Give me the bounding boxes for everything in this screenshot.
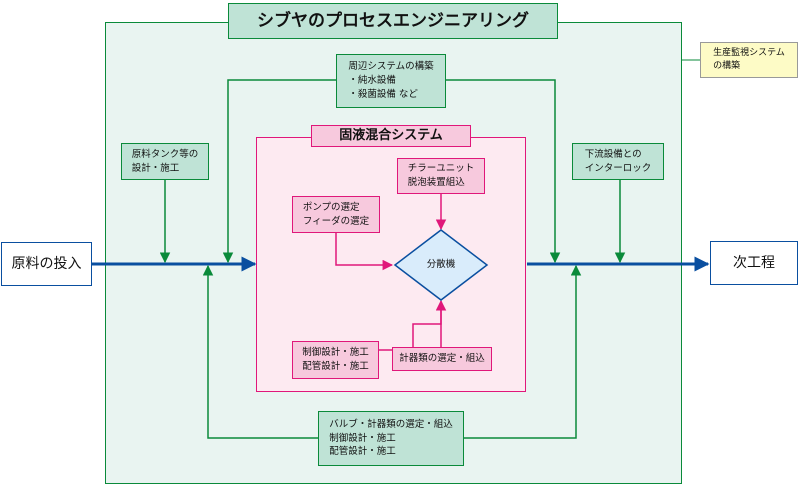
- control-inner-line-2: 配管設計・施工: [302, 361, 369, 372]
- valve-box: バルブ・計器類の選定・組込 制御設計・施工 配管設計・施工: [318, 411, 464, 466]
- raw-tank-line-1: 原料タンク等の: [131, 148, 199, 160]
- instrument-box: 計器類の選定・組込: [392, 347, 492, 371]
- downstream-box: 下流設備との インターロック: [572, 143, 664, 180]
- raw-tank-line-2: 設計・施工: [131, 162, 180, 174]
- peripheral-line-3: ・殺菌設備 など: [348, 88, 418, 100]
- monitoring-note: 生産監視システム の構築: [700, 42, 798, 78]
- pump-arrow: [335, 233, 394, 271]
- pump-line-1: ポンプの選定: [302, 201, 360, 213]
- peripheral-right-arrow: [446, 79, 561, 264]
- control-inner-box: 制御設計・施工 配管設計・施工: [292, 341, 379, 379]
- valve-left-arrow: [202, 264, 318, 439]
- downstream-line-2: インターロック: [584, 162, 652, 174]
- valve-right-arrow: [464, 264, 582, 439]
- chiller-line-1: チラーユニット: [407, 163, 475, 175]
- inner-system-title: 固液混合システム: [311, 125, 471, 147]
- chiller-line-2: 脱泡装置組込: [407, 177, 465, 188]
- peripheral-left-arrow: [222, 79, 336, 264]
- note-line-1: 生産監視システム: [713, 47, 785, 58]
- note-line-2: の構築: [713, 61, 741, 71]
- peripheral-line-1: 周辺システムの構築: [348, 61, 434, 73]
- valve-line-1: バルブ・計器類の選定・組込: [329, 418, 453, 430]
- disperser-label: 分散機: [426, 259, 456, 270]
- pump-box: ポンプの選定 フィーダの選定: [292, 196, 380, 233]
- control-inner-arrow: [379, 299, 447, 351]
- peripheral-line-2: ・純水設備: [348, 75, 396, 87]
- control-inner-line-1: 制御設計・施工: [302, 347, 369, 359]
- instrument-line-1: 計器類の選定・組込: [399, 353, 485, 365]
- chiller-box: チラーユニット 脱泡装置組込: [397, 158, 485, 194]
- disperser-diamond: [393, 229, 489, 301]
- input-box: 原料の投入: [1, 242, 92, 286]
- page-title: シブヤのプロセスエンジニアリング: [228, 3, 558, 39]
- downstream-line-1: 下流設備との: [584, 148, 642, 160]
- peripheral-box: 周辺システムの構築 ・純水設備 ・殺菌設備 など: [336, 54, 446, 108]
- raw-tank-box: 原料タンク等の 設計・施工: [121, 143, 209, 180]
- valve-line-3: 配管設計・施工: [329, 446, 396, 458]
- output-box: 次工程: [710, 241, 798, 285]
- pump-line-2: フィーダの選定: [302, 215, 370, 227]
- valve-line-2: 制御設計・施工: [329, 432, 396, 444]
